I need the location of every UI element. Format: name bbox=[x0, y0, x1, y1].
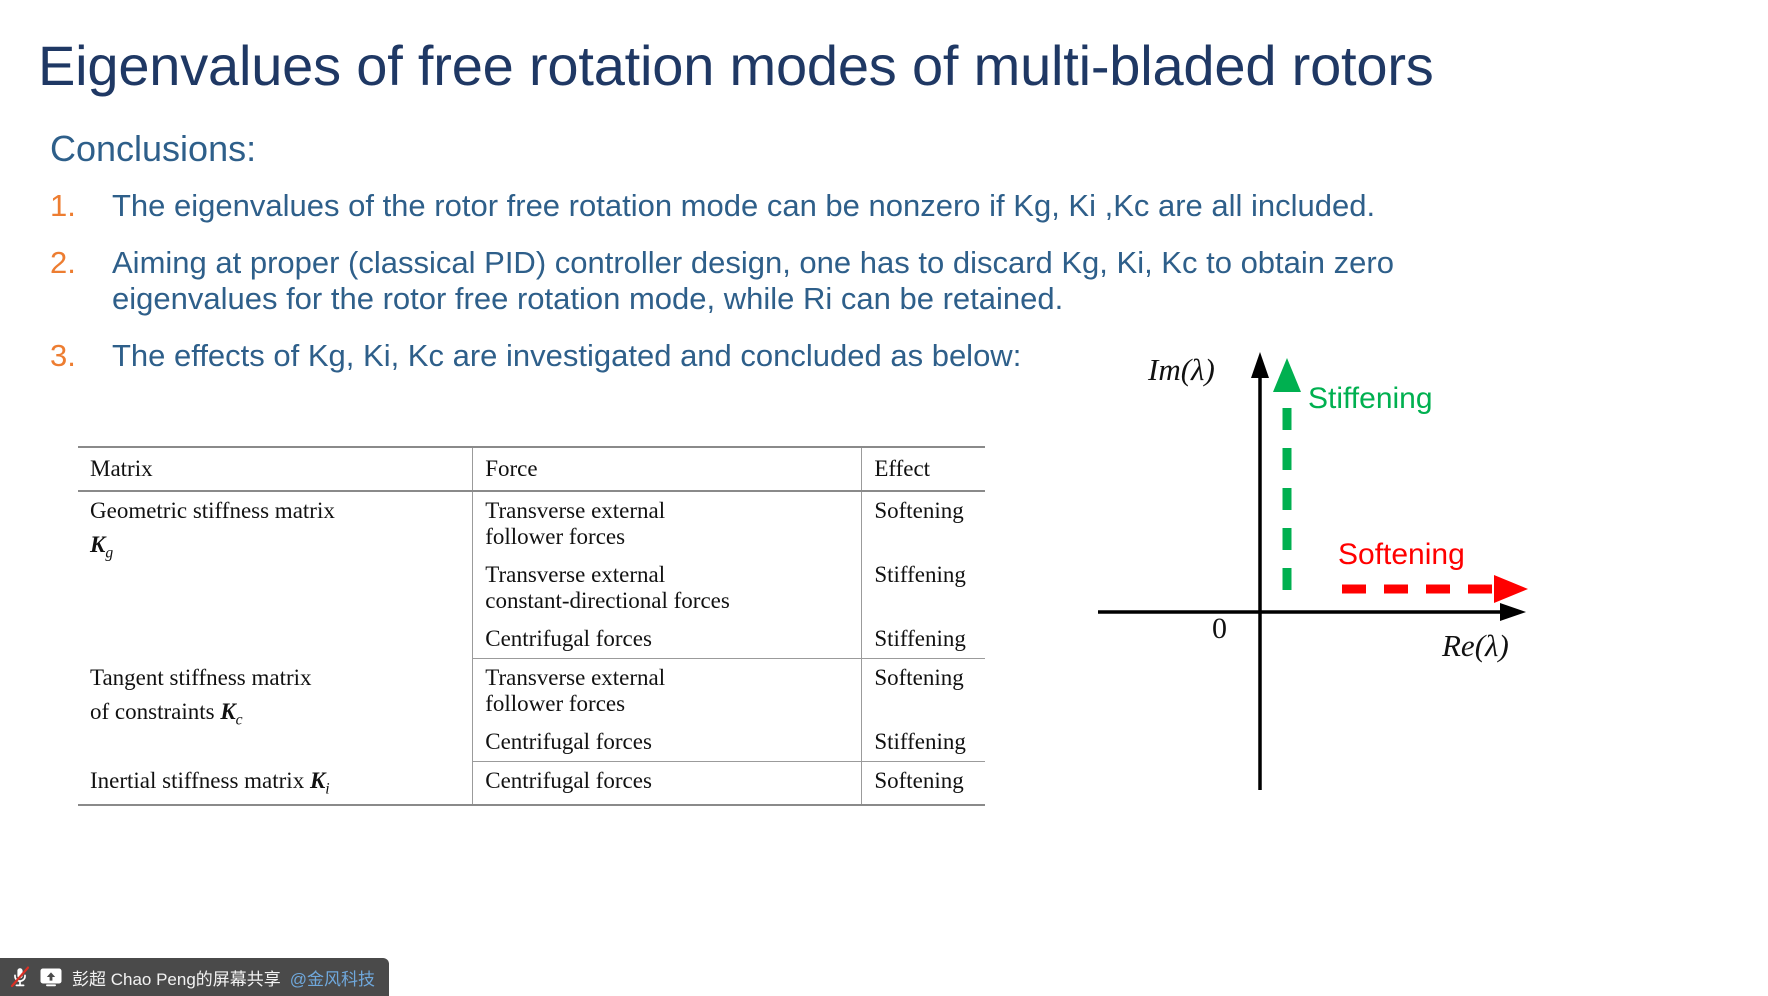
table-row: Inertial stiffness matrix Ki Centrifugal… bbox=[78, 761, 985, 807]
table-header-row: Matrix Force Effect bbox=[78, 446, 985, 492]
list-item-text: Aiming at proper (classical PID) control… bbox=[112, 244, 1394, 317]
cell-effect: Softening bbox=[874, 498, 964, 523]
microphone-muted-icon[interactable] bbox=[10, 966, 30, 988]
imaginary-axis-label: Im(λ) bbox=[1148, 352, 1215, 387]
list-item-number: 2. bbox=[50, 244, 76, 280]
table-row: Centrifugal forces Stiffening bbox=[78, 723, 985, 762]
matrix-name: Geometric stiffness matrix bbox=[90, 498, 335, 523]
matrix-symbol-letter: K bbox=[309, 767, 326, 793]
complex-plane-svg bbox=[1098, 352, 1528, 790]
conclusions-list: 1. The eigenvalues of the rotor free rot… bbox=[50, 188, 1450, 394]
list-item: 2. Aiming at proper (classical PID) cont… bbox=[50, 245, 1450, 318]
table-row: Tangent stiffness matrix of constraints … bbox=[78, 658, 985, 762]
table-header-effect: Effect bbox=[861, 446, 985, 492]
screen-share-taskbar[interactable]: 彭超 Chao Peng的屏幕共享 @金风科技 bbox=[0, 958, 390, 996]
matrix-symbol-letter: K bbox=[90, 532, 106, 557]
list-item-number: 1. bbox=[50, 188, 76, 223]
list-item: 3. The effects of Kg, Ki, Kc are investi… bbox=[50, 338, 1450, 375]
matrix-name: Inertial stiffness matrix bbox=[90, 767, 305, 793]
effects-table: Matrix Force Effect Geometric stiffness … bbox=[78, 446, 985, 807]
cell-matrix: Geometric stiffness matrix Kg bbox=[78, 491, 474, 659]
matrix-symbol-subscript: i bbox=[325, 780, 330, 798]
matrix-symbol-letter: K bbox=[220, 698, 236, 724]
cell-effect: Stiffening bbox=[874, 562, 966, 587]
force-line: Transverse external bbox=[485, 562, 666, 587]
conclusions-heading: Conclusions: bbox=[50, 128, 257, 169]
table-row: Transverse external constant-directional… bbox=[78, 556, 985, 620]
cell-effect: Stiffening bbox=[861, 723, 985, 762]
table-row: Geometric stiffness matrix Kg Transverse… bbox=[78, 491, 985, 659]
list-item-number: 3. bbox=[50, 337, 76, 373]
cell-force: Centrifugal forces bbox=[472, 723, 863, 762]
list-item: 1. The eigenvalues of the rotor free rot… bbox=[50, 188, 1450, 225]
real-axis bbox=[1098, 603, 1526, 621]
screen-share-icon[interactable] bbox=[39, 967, 63, 987]
share-org-label: @金风科技 bbox=[289, 969, 376, 989]
table-body: Geometric stiffness matrix Kg Transverse… bbox=[78, 491, 985, 807]
matrix-symbol-subscript: c bbox=[235, 711, 243, 729]
softening-arrow bbox=[1342, 575, 1528, 603]
force-line: Centrifugal forces bbox=[485, 729, 652, 754]
force-line: follower forces bbox=[485, 524, 626, 549]
force-line: Centrifugal forces bbox=[485, 626, 652, 651]
softening-label: Softening bbox=[1338, 538, 1465, 571]
list-item-text: The eigenvalues of the rotor free rotati… bbox=[112, 188, 1376, 223]
force-line: follower forces bbox=[485, 691, 626, 716]
list-item-text: The effects of Kg, Ki, Kc are investigat… bbox=[112, 337, 1022, 373]
origin-label: 0 bbox=[1212, 612, 1227, 645]
stiffening-arrow bbox=[1273, 358, 1301, 590]
matrix-name-continued: of constraints Kc bbox=[90, 699, 472, 730]
cell-matrix: Tangent stiffness matrix of constraints … bbox=[78, 658, 474, 762]
stiffening-label: Stiffening bbox=[1308, 382, 1433, 415]
force-line: Transverse external bbox=[485, 665, 666, 690]
page-title: Eigenvalues of free rotation modes of mu… bbox=[38, 34, 1434, 97]
force-line: Transverse external bbox=[485, 498, 666, 523]
matrix-symbol-subscript: g bbox=[105, 544, 114, 562]
real-axis-label: Re(λ) bbox=[1442, 628, 1509, 663]
cell-force: Centrifugal forces bbox=[472, 620, 863, 659]
cell-effect: Stiffening bbox=[861, 620, 985, 659]
table-row: Centrifugal forces Stiffening bbox=[78, 620, 985, 659]
cell-force: Transverse external follower forces bbox=[472, 658, 863, 723]
table-header-force: Force bbox=[472, 446, 863, 492]
cell-force: Transverse external constant-directional… bbox=[472, 556, 863, 620]
table-header-matrix: Matrix bbox=[78, 446, 474, 492]
matrix-symbol: Kg bbox=[90, 532, 472, 563]
force-line: constant-directional forces bbox=[485, 588, 730, 613]
matrix-name: Tangent stiffness matrix bbox=[90, 664, 312, 690]
share-label: 彭超 Chao Peng的屏幕共享 bbox=[72, 969, 281, 989]
cell-force: Centrifugal forces bbox=[472, 761, 863, 807]
complex-plane-diagram: Im(λ) Re(λ) 0 Stiffening Softening bbox=[1090, 340, 1560, 810]
cell-force: Transverse external follower forces bbox=[472, 491, 863, 556]
cell-matrix: Inertial stiffness matrix Ki bbox=[78, 761, 474, 807]
cell-effect: Softening bbox=[874, 665, 964, 690]
force-line: Centrifugal forces bbox=[485, 768, 652, 793]
matrix-name-line2-text: of constraints bbox=[90, 698, 215, 724]
cell-effect: Softening bbox=[861, 761, 985, 807]
imaginary-axis bbox=[1251, 352, 1269, 790]
